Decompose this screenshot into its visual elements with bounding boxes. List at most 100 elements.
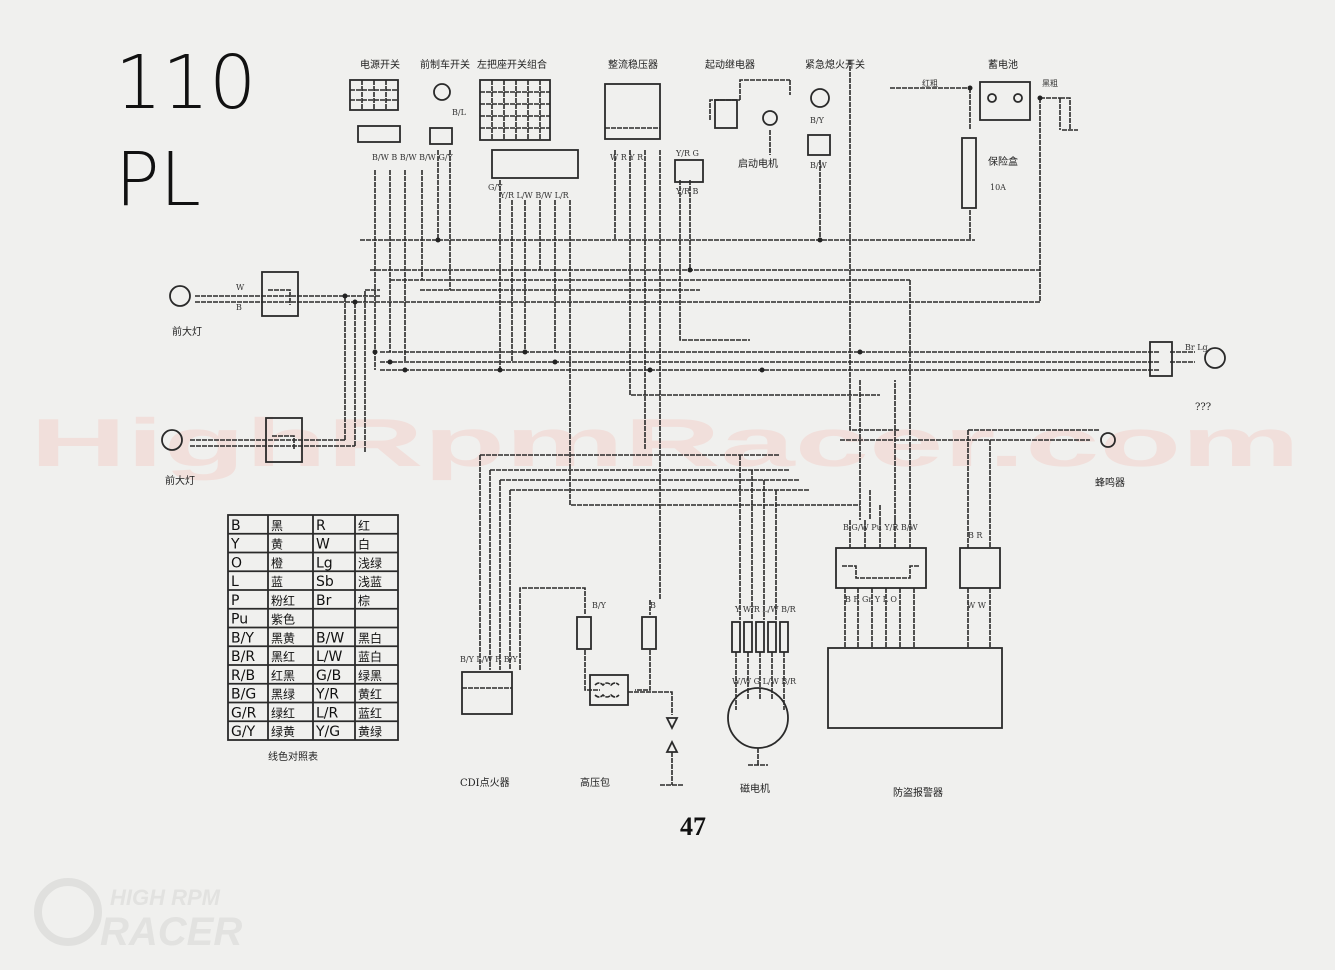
color-name: 黄红 [358,687,382,702]
color-name: 黑绿 [271,687,295,702]
relay-wires-b: Y/R B [675,187,699,196]
kill-switch-label: 紧急熄火开关 [805,58,865,71]
color-code: G/Y [231,724,256,740]
color-name: 白 [358,537,370,552]
junction-dots [342,85,1043,373]
handwritten-title-pl: PL [115,137,201,223]
battery-label: 蓄电池 [988,58,1018,71]
color-code: B [231,518,241,534]
color-name: 紫色 [271,613,295,627]
color-name: 浅蓝 [358,575,382,589]
buzzer-wires: B R [968,531,983,540]
cdi-wires: B/Y L/W R B/Y [460,655,518,664]
buzzer: 蜂鸣器 [1095,432,1125,489]
buzzer-label: 蜂鸣器 [1095,476,1125,489]
kill-switch: 紧急熄火开关 B/Y B/W [805,58,865,170]
color-name: 红黑 [271,668,295,683]
logo-line2: RACER [100,910,242,954]
color-name: 黑 [271,519,283,533]
color-code: Y/G [315,724,340,740]
magneto-top-wires: Y W/R L/W B/R [734,605,797,614]
alarm-unit: B G/W Pu Y/R B/W B R Gr Y L O B R W W 防盗… [827,520,1003,799]
alarm-w-wires: W W [967,601,987,610]
color-code: B/G [231,687,256,703]
starter-motor-label: 启动电机 [738,157,778,170]
handwritten-title-110: 110 [115,40,256,126]
left-handlebar-switch: 左把座开关组合 G/Y Y/R L/W B/W L/R [477,58,579,200]
starter-relay: 起动继电器 Y/R G Y/R B 启动电机 [674,58,778,196]
color-name: 粉红 [271,593,295,608]
color-name: 绿黄 [271,724,295,739]
power-switch-wires: B/W B B/W B/W G/Y [372,153,454,162]
rectifier: 整流稳压器 W R Y R [604,58,661,162]
ignition-coil-label: 高压包 [580,776,610,789]
right-light: Br Lg ??? [1149,341,1226,413]
high-rpm-racer-logo: HIGH RPM RACER [34,878,242,954]
color-code: Sb [316,574,334,590]
red-thick-label: 红粗 [922,78,938,88]
right-light-wires: Br Lg [1185,343,1208,352]
color-code: P [231,593,239,609]
ignition-coil: B/Y B 高压包 [576,601,684,789]
magneto: Y W/R L/W B/R W/W G L/W B/R 磁电机 [727,605,797,795]
headlight-2-label: 前大灯 [165,474,195,487]
color-name: 橙 [271,555,283,570]
left-switch-wires-a: G/Y [488,183,503,192]
color-code: Y [230,537,240,553]
rectifier-wires: W R Y R [610,153,644,162]
left-switch-wires-b: Y/R L/W B/W L/R [499,191,570,200]
watermark: HighRpmRacer.com [30,405,1300,481]
magneto-bottom-wires: W/W G L/W B/R [732,677,797,686]
color-code: L [231,574,239,590]
coil-b-wire: B [650,601,656,610]
color-name: 浅绿 [358,555,382,570]
black-thick-label: 黑粗 [1042,78,1058,88]
color-code: B/Y [231,630,254,646]
color-code: G/R [231,705,257,721]
coil-input-wire: B/Y [592,601,607,610]
color-code: Pu [231,612,248,628]
logo-line1: HIGH RPM [110,885,221,910]
color-code: B/W [316,630,344,646]
fuse-box: 保险盒 10A [961,137,1018,209]
color-name: 黄 [271,538,283,552]
alarm-bottom-wires: B R Gr Y L O [845,595,897,604]
cdi-label: CDI点火器 [460,777,510,789]
color-code: Y/R [315,687,339,703]
page-number: 47 [680,812,706,841]
color-name: 蓝红 [358,705,382,720]
color-name: 棕 [358,593,370,608]
rectifier-label: 整流稳压器 [608,58,658,71]
alarm-label: 防盗报警器 [893,786,943,799]
headlight-1-wire-b: B [236,303,242,312]
color-code: Br [316,593,332,609]
color-code: W [316,537,330,553]
color-code: L/R [316,705,339,721]
color-name: 红 [358,518,370,533]
front-brake-switch-label: 前制车开关 [420,58,470,71]
color-code: R [316,518,326,534]
color-name: 绿黑 [358,668,382,683]
left-handlebar-switch-label: 左把座开关组合 [477,58,547,71]
color-code: Lg [316,555,333,571]
alarm-top-wires: B G/W Pu Y/R B/W [843,523,918,532]
fuse-box-label: 保险盒 [988,155,1018,168]
brake-switch-wire: B/L [452,108,467,117]
kill-wire-a: B/Y [810,116,825,125]
headlight-1-wire-w: W [236,283,245,292]
color-name: 绿红 [271,705,295,720]
fuse-rating: 10A [990,183,1006,192]
color-table-caption: 线色对照表 [268,750,318,763]
unknown-label: ??? [1195,402,1211,413]
color-code: R/B [231,668,255,684]
color-name: 黑白 [358,630,382,645]
power-switch: 电源开关 B/W B B/W B/W G/Y [349,58,454,162]
color-code: G/B [316,668,341,684]
color-name: 蓝白 [358,649,382,664]
front-brake-switch: 前制车开关 B/L [420,58,470,145]
starter-relay-label: 起动继电器 [705,58,755,71]
magneto-label: 磁电机 [740,782,770,795]
